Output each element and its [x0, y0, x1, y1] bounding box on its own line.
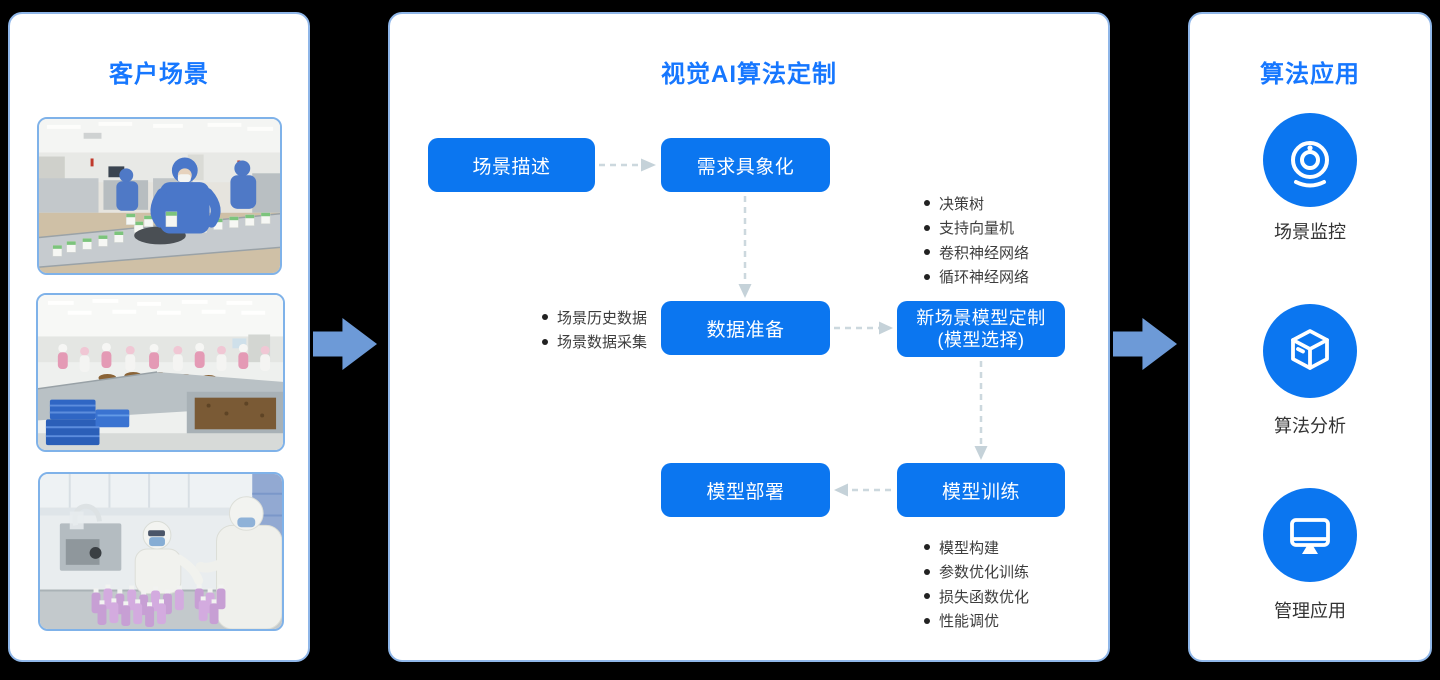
list-item-label: 循环神经网络 — [939, 269, 1030, 287]
flow-step-scene-description: 场景描述 — [428, 138, 595, 192]
arrowhead — [738, 284, 752, 298]
cleanroom-bottling-illustration — [40, 474, 282, 629]
left-panel-title: 客户场景 — [109, 61, 209, 88]
food-processing-illustration — [38, 295, 283, 450]
webcam-icon — [1291, 141, 1329, 188]
flow-step-model-customization: 新场景模型定制 (模型选择) — [897, 301, 1065, 357]
list-item: 决策树 — [924, 191, 1029, 216]
flow-step-label-line2: (模型选择) — [937, 330, 1025, 350]
list-item: 参数优化训练 — [924, 560, 1029, 585]
list-item-label: 卷积神经网络 — [939, 244, 1030, 262]
list-item-label: 参数优化训练 — [939, 564, 1030, 582]
list-item-label: 支持向量机 — [939, 220, 1015, 238]
left-to-middle-arrow — [313, 318, 377, 370]
packaging-line-photo — [37, 117, 282, 275]
flow-step-label-line1: 新场景模型定制 — [916, 308, 1046, 328]
arrowhead — [834, 483, 848, 497]
list-item: 模型构建 — [924, 535, 1029, 560]
flow-step-model-training: 模型训练 — [897, 463, 1065, 517]
algorithm-analysis-app — [1263, 304, 1357, 398]
flow-step-label: 数据准备 — [706, 319, 785, 341]
bullet-dot — [542, 338, 548, 345]
flow-step-label: 模型训练 — [941, 481, 1020, 503]
bullet-dot — [924, 544, 930, 551]
algorithm-applications-panel: 算法应用 场景监控 算法分析 — [1188, 12, 1432, 662]
flow-step-label: 模型部署 — [706, 481, 785, 503]
bullet-dot — [924, 249, 930, 256]
training-steps-list: 模型构建 参数优化训练 损失函数优化 性能调优 — [924, 535, 1029, 633]
list-item: 损失函数优化 — [924, 584, 1029, 609]
list-item: 场景数据采集 — [542, 330, 647, 355]
list-item: 场景历史数据 — [542, 305, 647, 330]
flow-step-requirement-concretization: 需求具象化 — [661, 138, 830, 192]
scene-monitoring-app — [1263, 113, 1357, 207]
list-item: 支持向量机 — [924, 216, 1029, 241]
model-options-list: 决策树 支持向量机 卷积神经网络 循环神经网络 — [924, 191, 1029, 289]
food-processing-photo — [36, 293, 285, 452]
list-item-label: 性能调优 — [939, 613, 1000, 631]
arrowhead — [879, 321, 893, 335]
bullet-dot — [542, 314, 548, 321]
arrowhead — [974, 446, 988, 460]
flow-step-label: 需求具象化 — [696, 156, 795, 178]
flow-step-model-deployment: 模型部署 — [661, 463, 830, 517]
app-label: 场景监控 — [1274, 222, 1346, 242]
list-item-label: 损失函数优化 — [939, 588, 1030, 606]
list-item-label: 场景数据采集 — [557, 334, 648, 352]
app-label: 算法分析 — [1274, 416, 1346, 436]
customer-scenarios-panel: 客户场景 — [8, 12, 310, 662]
packaging-line-illustration — [39, 119, 280, 273]
bullet-dot — [924, 568, 930, 575]
list-item: 循环神经网络 — [924, 265, 1029, 290]
bullet-dot — [924, 224, 930, 231]
cube-icon — [1291, 329, 1329, 370]
arrowhead — [641, 158, 656, 172]
middle-to-right-arrow — [1113, 318, 1177, 370]
bullet-dot — [924, 617, 930, 624]
list-item-label: 场景历史数据 — [557, 309, 648, 327]
middle-panel-title: 视觉AI算法定制 — [661, 61, 837, 88]
list-item-label: 决策树 — [939, 195, 985, 213]
list-item: 性能调优 — [924, 609, 1029, 634]
monitor-icon — [1290, 518, 1330, 554]
data-sources-list: 场景历史数据 场景数据采集 — [542, 305, 647, 354]
list-item: 卷积神经网络 — [924, 240, 1029, 265]
bullet-dot — [924, 593, 930, 600]
right-panel-title: 算法应用 — [1260, 61, 1360, 88]
bullet-dot — [924, 273, 930, 280]
management-application-app — [1263, 488, 1357, 582]
bullet-dot — [924, 200, 930, 207]
flow-step-label: 场景描述 — [472, 156, 551, 178]
app-label: 管理应用 — [1274, 601, 1346, 621]
cleanroom-bottling-photo — [38, 472, 284, 631]
list-item-label: 模型构建 — [939, 539, 1000, 557]
flow-step-data-preparation: 数据准备 — [661, 301, 830, 355]
ai-algorithm-customization-panel: 视觉AI算法定制 场景描述 需求具象化 数据准备 — [388, 12, 1110, 662]
